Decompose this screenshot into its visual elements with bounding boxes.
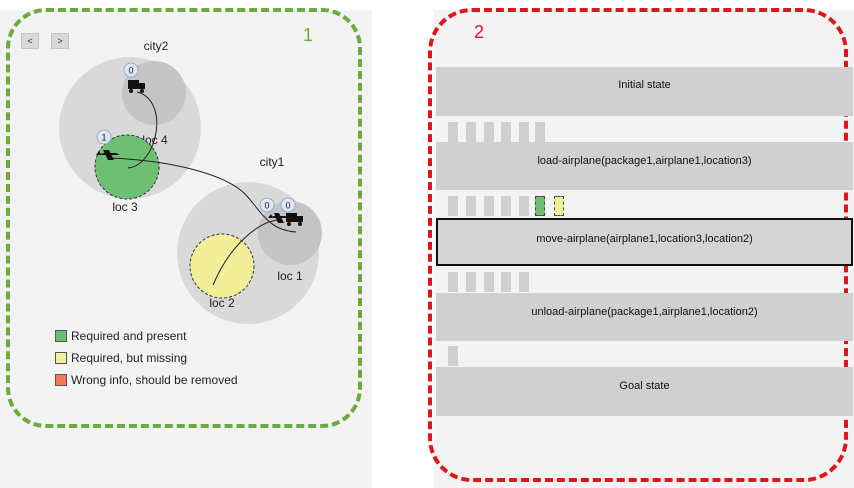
- fact-box[interactable]: [466, 272, 476, 292]
- legend-label: Wrong info, should be removed: [71, 373, 238, 387]
- svg-text:1: 1: [101, 133, 106, 143]
- fact-box[interactable]: [501, 272, 511, 292]
- legend-item-missing: Required, but missing: [55, 350, 238, 366]
- location-label: loc 1: [277, 269, 303, 283]
- truck-icon[interactable]: [286, 213, 303, 226]
- legend-item-present: Required and present: [55, 328, 238, 344]
- location-label: loc 4: [142, 133, 168, 147]
- fact-box[interactable]: [501, 196, 511, 216]
- package-count-badge: 0: [259, 197, 275, 213]
- fact-box[interactable]: [484, 122, 494, 142]
- airplane-icon[interactable]: [96, 150, 120, 160]
- location-loc-4[interactable]: loc 4: [122, 61, 186, 147]
- fact-box-missing[interactable]: [554, 196, 564, 216]
- swatch-missing: [55, 352, 67, 364]
- fact-box[interactable]: [519, 122, 529, 142]
- panel-gap: [372, 0, 434, 488]
- route-lines: [107, 91, 297, 286]
- fact-box-present[interactable]: [535, 196, 545, 216]
- svg-text:0: 0: [128, 66, 133, 76]
- location-label: loc 2: [209, 296, 235, 310]
- plan-step-label: Initial state: [618, 79, 671, 91]
- city-label: city1: [260, 155, 285, 169]
- fact-box[interactable]: [501, 122, 511, 142]
- legend-item-wrong: Wrong info, should be removed: [55, 372, 238, 388]
- fact-box[interactable]: [466, 122, 476, 142]
- fact-box[interactable]: [484, 272, 494, 292]
- airplane-icon[interactable]: [268, 213, 290, 223]
- package-count-badge: 0: [280, 197, 296, 213]
- fact-box[interactable]: [448, 122, 458, 142]
- fact-box[interactable]: [519, 196, 529, 216]
- plan-step-label: move-airplane(airplane1,location3,locati…: [536, 233, 753, 245]
- plan-step-unload-airplane[interactable]: unload-airplane(package1,airplane1,locat…: [436, 293, 853, 341]
- legend: Required and present Required, but missi…: [55, 328, 238, 394]
- next-button[interactable]: >: [51, 33, 69, 49]
- fact-box[interactable]: [519, 272, 529, 292]
- plan-step-initial-state[interactable]: Initial state: [436, 67, 853, 116]
- swatch-present: [55, 330, 67, 342]
- plan-step-goal-state[interactable]: Goal state: [436, 367, 853, 416]
- swatch-wrong: [55, 374, 67, 386]
- plan-step-label: unload-airplane(package1,airplane1,locat…: [531, 306, 758, 318]
- truck-icon[interactable]: [128, 80, 145, 93]
- legend-label: Required, but missing: [71, 351, 188, 365]
- prev-button[interactable]: <: [21, 33, 39, 49]
- fact-box[interactable]: [448, 272, 458, 292]
- package-count-badge: 0: [123, 62, 139, 78]
- fact-box[interactable]: [466, 196, 476, 216]
- location-label: loc 3: [112, 200, 138, 214]
- svg-text:0: 0: [264, 201, 269, 211]
- panel-1-number: 1: [303, 25, 314, 45]
- svg-text:0: 0: [285, 201, 290, 211]
- plan-step-label: load-airplane(package1,airplane1,locatio…: [537, 155, 752, 167]
- plan-step-label: Goal state: [619, 380, 670, 392]
- fact-box[interactable]: [448, 346, 458, 366]
- location-loc-3[interactable]: loc 3: [94, 134, 160, 214]
- plan-step-load-airplane[interactable]: load-airplane(package1,airplane1,locatio…: [436, 142, 853, 190]
- legend-label: Required and present: [71, 329, 187, 343]
- fact-box[interactable]: [448, 196, 458, 216]
- fact-box[interactable]: [484, 196, 494, 216]
- package-count-badge: 1: [96, 129, 112, 145]
- city-label: city2: [144, 39, 169, 53]
- logistics-map: city2 city1 loc 4 loc 1 loc 3 loc 2 0: [59, 39, 322, 324]
- plan-step-move-airplane[interactable]: move-airplane(airplane1,location3,locati…: [436, 218, 853, 266]
- panel-1-highlight: [6, 8, 362, 428]
- panel-2-number: 2: [474, 22, 485, 42]
- fact-box[interactable]: [535, 122, 545, 142]
